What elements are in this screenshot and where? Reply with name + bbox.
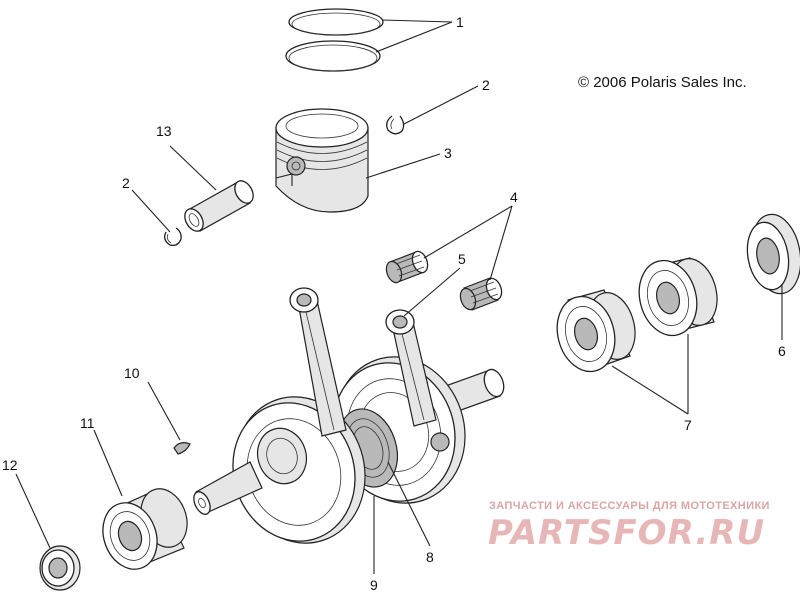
oil-seal-right — [746, 213, 800, 295]
piston-rings — [285, 8, 384, 72]
woodruff-key — [173, 442, 191, 455]
wrist-pin — [184, 180, 254, 232]
crankshaft-assembly — [193, 287, 505, 544]
main-bearing-right-1 — [556, 289, 636, 373]
needle-bearing-lower — [459, 277, 503, 311]
circlip-left — [164, 227, 182, 247]
circlip-right — [386, 115, 405, 135]
piston — [275, 108, 369, 213]
callout-10: 10 — [124, 365, 140, 381]
callout-4: 4 — [510, 189, 518, 205]
leader-lines — [15, 19, 783, 574]
oil-seal-left — [39, 545, 81, 591]
watermark-tagline: ЗАПЧАСТИ И АКСЕССУАРЫ ДЛЯ МОТОТЕХНИКИ — [489, 500, 770, 512]
callout-2-circlip-left: 2 — [122, 175, 130, 191]
callout-1: 1 — [456, 14, 464, 30]
copyright-notice: © 2006 Polaris Sales Inc. — [578, 74, 747, 91]
main-bearing-left — [102, 488, 188, 570]
callout-5: 5 — [458, 251, 466, 267]
callout-8: 8 — [426, 549, 434, 565]
callout-6: 6 — [778, 343, 786, 359]
callout-9: 9 — [370, 577, 378, 593]
callout-12: 12 — [2, 457, 18, 473]
callout-7: 7 — [684, 417, 692, 433]
callout-3: 3 — [444, 145, 452, 161]
watermark-logo: PARTSFOR.RU — [488, 513, 766, 553]
callout-labels: 1 2 3 13 2 4 5 6 7 8 9 10 11 12 — [2, 14, 786, 593]
callout-11: 11 — [80, 415, 95, 431]
callout-2-circlip-right: 2 — [482, 77, 490, 93]
callout-13: 13 — [156, 123, 172, 139]
needle-bearing-upper — [385, 250, 429, 284]
main-bearing-right-2 — [638, 257, 718, 337]
